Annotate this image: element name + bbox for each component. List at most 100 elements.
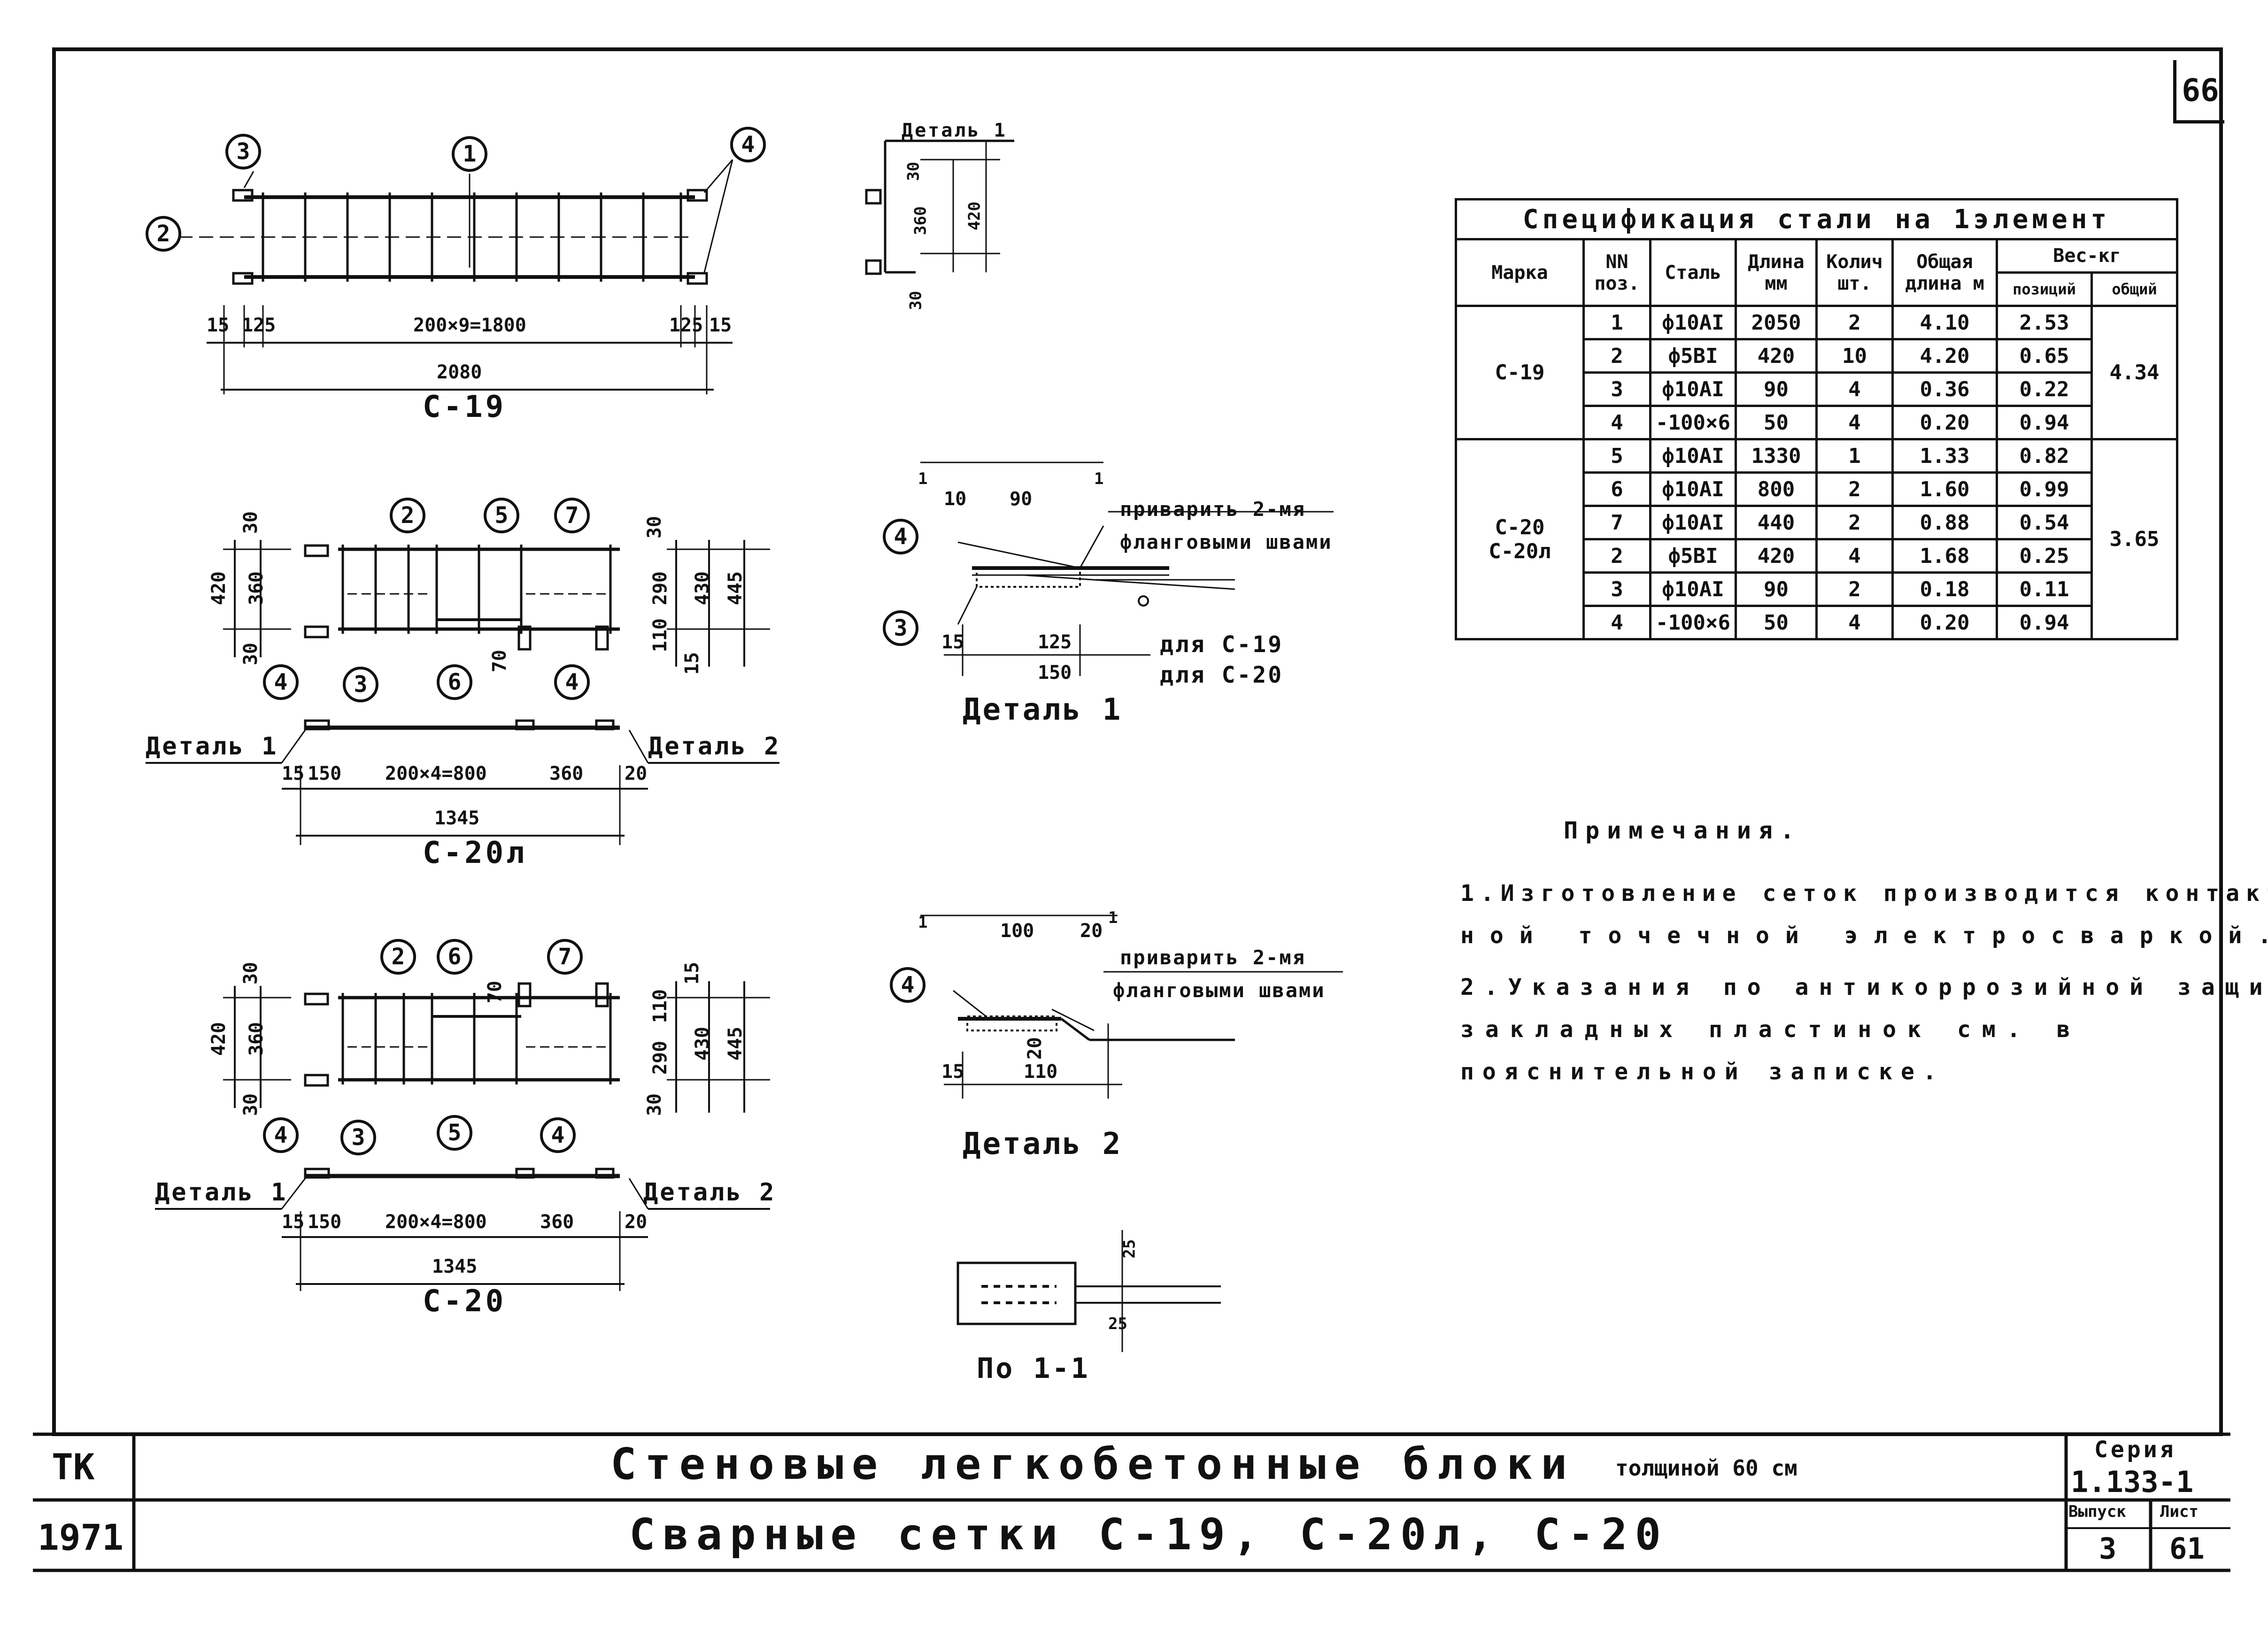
cell: 1330 <box>1735 438 1818 474</box>
callout-4: 4 <box>263 664 299 700</box>
cell: 2.53 <box>1996 305 2093 340</box>
callout-3: 3 <box>225 134 261 169</box>
c20-dim-70: 70 <box>484 980 506 1004</box>
c20l-dim-r30: 30 <box>644 515 666 539</box>
cell: 1 <box>1582 305 1651 340</box>
spec-h-mark: Марка <box>1455 238 1585 307</box>
c20-dim-30a: 30 <box>240 961 262 985</box>
c20-dim-r110: 110 <box>649 989 671 1023</box>
c20-dim-150: 150 <box>308 1211 342 1233</box>
cell: 2 <box>1582 338 1651 374</box>
callout-4: 4 <box>730 127 766 162</box>
note-line-4: закладных пластинок см. в <box>1460 1016 2082 1043</box>
cell: 50 <box>1735 405 1818 440</box>
spec-caption: Спецификация стали на 1элемент <box>1455 198 2178 240</box>
tb-series-value: 1.133-1 <box>2071 1465 2194 1499</box>
spec-table: Спецификация стали на 1элемент Марка NN … <box>1455 198 2178 640</box>
cell: 0.18 <box>1891 571 1998 607</box>
callout-4: 4 <box>883 519 918 554</box>
c19-dim-span: 200×9=1800 <box>413 315 526 336</box>
spec-g1-mark: С-19 <box>1455 305 1585 440</box>
c20l-dim-360: 360 <box>246 571 268 606</box>
cell: ф5ВI <box>1649 338 1737 374</box>
detail2-title: Деталь 2 <box>963 1127 1123 1161</box>
note-line-1: 1.Изготовление сеток производится контак… <box>1460 880 2268 907</box>
tb-issue-value: 3 <box>2099 1531 2117 1566</box>
cell: ф10АI <box>1649 305 1737 340</box>
c20-dim-360b: 360 <box>540 1211 574 1233</box>
c19-dim-15b: 15 <box>709 315 732 336</box>
cell: -100×6 <box>1649 605 1737 640</box>
cell: ф10АI <box>1649 471 1737 507</box>
table-row: 2 ф5ВI 420 4 1.68 0.25 <box>1456 538 2177 574</box>
tb-sheet-value: 61 <box>2169 1531 2205 1566</box>
spec-g2-mark: С-20 С-20л <box>1455 438 1585 640</box>
c20-dim-420: 420 <box>208 1022 230 1056</box>
spec-h-pos: NN поз. <box>1582 238 1651 307</box>
section-dim-25b: 25 <box>1108 1315 1127 1333</box>
cell: 4 <box>1582 605 1651 640</box>
detail1-top-dim-30a: 30 <box>904 161 923 181</box>
c19-grid <box>178 159 733 394</box>
detail2-section-mark-a: 1 <box>918 913 928 932</box>
detail1-top-dim-30b: 30 <box>906 291 926 310</box>
detail2-dim-20b: 20 <box>1024 1037 1046 1060</box>
c20l-dim-r430: 430 <box>692 571 714 606</box>
tb-code: ТК <box>52 1446 95 1488</box>
cell: 2050 <box>1735 305 1818 340</box>
sheet-number: 66 <box>2173 60 2224 123</box>
cell: 0.88 <box>1891 505 1998 540</box>
detail1-section-mark-b: 1 <box>1094 469 1104 488</box>
tb-year: 1971 <box>38 1516 124 1558</box>
detail2-drawing <box>920 915 1343 1099</box>
spec-h-weight-pos: позиций <box>1996 271 2093 307</box>
callout-7: 7 <box>554 498 590 533</box>
c20l-dim-420: 420 <box>208 571 230 606</box>
section-title: По 1-1 <box>977 1352 1090 1385</box>
c20-mark: С-20 <box>423 1284 507 1319</box>
title-block-lines <box>33 1432 2230 1572</box>
section-dim-25a: 25 <box>1120 1239 1139 1259</box>
callout-4b: 4 <box>554 664 590 700</box>
cell: 0.20 <box>1891 605 1998 640</box>
callout-2: 2 <box>146 216 181 252</box>
spec-h-length: Длина мм <box>1735 238 1818 307</box>
c20l-dim-r445: 445 <box>725 571 747 606</box>
table-row: С-19 1 ф10АI 2050 2 4.10 2.53 4.34 <box>1455 305 2178 440</box>
cell: 3 <box>1582 571 1651 607</box>
cell: 0.65 <box>1996 338 2093 374</box>
cell: 4 <box>1815 538 1894 574</box>
c20-dim-r15: 15 <box>681 961 703 985</box>
cell: 7 <box>1582 505 1651 540</box>
spec-h-weight-total: общий <box>2091 271 2178 307</box>
cell: 800 <box>1735 471 1818 507</box>
table-row: 2 ф5ВI 420 10 4.20 0.65 <box>1456 338 2177 374</box>
c20-grid <box>155 981 770 1291</box>
callout-1: 1 <box>452 136 487 172</box>
detail2-note-2: фланговыми швами <box>1113 979 1326 1002</box>
spec-h-steel: Сталь <box>1649 238 1737 307</box>
cell: 2 <box>1582 538 1651 574</box>
note-line-3: 2.Указания по антикоррозийной защите <box>1460 974 2268 1000</box>
table-row: 4 -100×6 50 4 0.20 0.94 <box>1456 605 2177 640</box>
c20l-dim-30a: 30 <box>240 511 262 534</box>
notes-title: Примечания. <box>1564 817 1802 844</box>
detail1-note-2: фланговыми швами <box>1120 531 1333 554</box>
cell: 4 <box>1815 371 1894 407</box>
c19-dim-15a: 15 <box>207 315 230 336</box>
detail2-dim-15: 15 <box>941 1061 964 1083</box>
cell: 2 <box>1815 471 1894 507</box>
c20l-dim-r290: 290 <box>649 571 671 606</box>
detail2-dim-110: 110 <box>1024 1061 1058 1083</box>
cell: ф10АI <box>1649 571 1737 607</box>
cell: 0.99 <box>1996 471 2093 507</box>
cell: 420 <box>1735 338 1818 374</box>
detail2-note-1: приварить 2-мя <box>1120 946 1306 969</box>
callout-6: 6 <box>437 664 472 700</box>
cell: 0.25 <box>1996 538 2093 574</box>
cell: 420 <box>1735 538 1818 574</box>
detail1-dim-10: 10 <box>944 488 967 510</box>
cell: 1 <box>1815 438 1894 474</box>
c20l-mark: С-20л <box>423 836 527 870</box>
detail1-for-c19: для С-19 <box>1160 631 1284 658</box>
